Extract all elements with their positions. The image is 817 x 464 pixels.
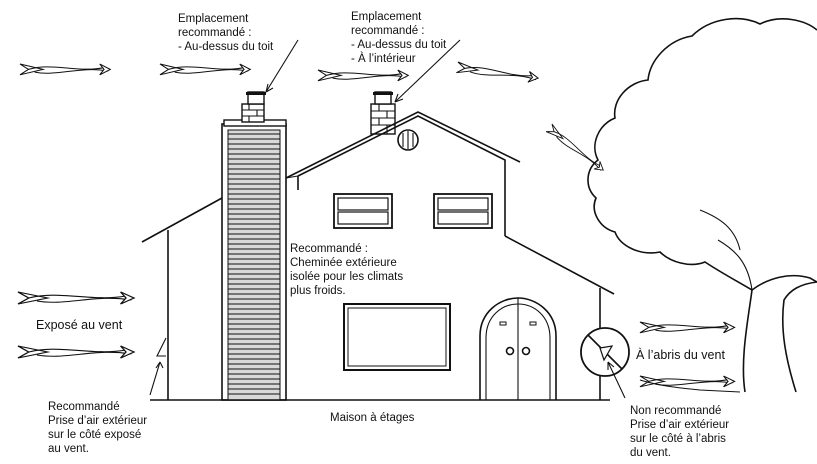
chimney-roof-right xyxy=(370,91,396,135)
vent-icon xyxy=(397,129,419,151)
window-upper-right xyxy=(433,193,493,229)
window-ground xyxy=(343,303,451,371)
tree-icon xyxy=(587,17,817,393)
chimney-cap-left xyxy=(241,91,266,123)
chimney-right-note: Emplacement recommandé : - Au-dessus du … xyxy=(351,11,447,65)
exterior-chimney xyxy=(221,119,287,401)
wind-arrow-icon xyxy=(317,69,409,82)
wind-arrow-icon xyxy=(159,63,251,76)
leader-lines xyxy=(149,39,626,399)
wind-arrow-icon xyxy=(639,375,736,388)
chimney-left-note: Emplacement recommandé : - Au-dessus du … xyxy=(178,13,274,53)
air-intake-exposed xyxy=(156,337,167,357)
wind-arrow-icon xyxy=(639,321,736,334)
window-upper-left xyxy=(333,193,393,229)
intake-not-recommended-note: Non recommandé Prise d’air extérieur sur… xyxy=(630,405,730,459)
wind-arrow-icon xyxy=(545,123,607,175)
sheltered-side-label: À l’abris du vent xyxy=(636,348,725,362)
exposed-side-label: Exposé au vent xyxy=(36,318,123,332)
exterior-chimney-note: Recommandé : Cheminée extérieure isolée … xyxy=(290,243,404,297)
wind-arrow-icon xyxy=(19,63,111,76)
wind-arrow-icon xyxy=(17,345,135,359)
no-entry-icon xyxy=(580,327,630,377)
wind-arrow-icon xyxy=(17,291,135,305)
front-door xyxy=(479,297,557,400)
house xyxy=(141,111,615,401)
intake-recommended-note: Recommandé Prise d’air extérieur sur le … xyxy=(48,401,148,455)
wind-arrow-icon xyxy=(455,61,540,84)
house-caption: Maison à étages xyxy=(330,412,415,424)
